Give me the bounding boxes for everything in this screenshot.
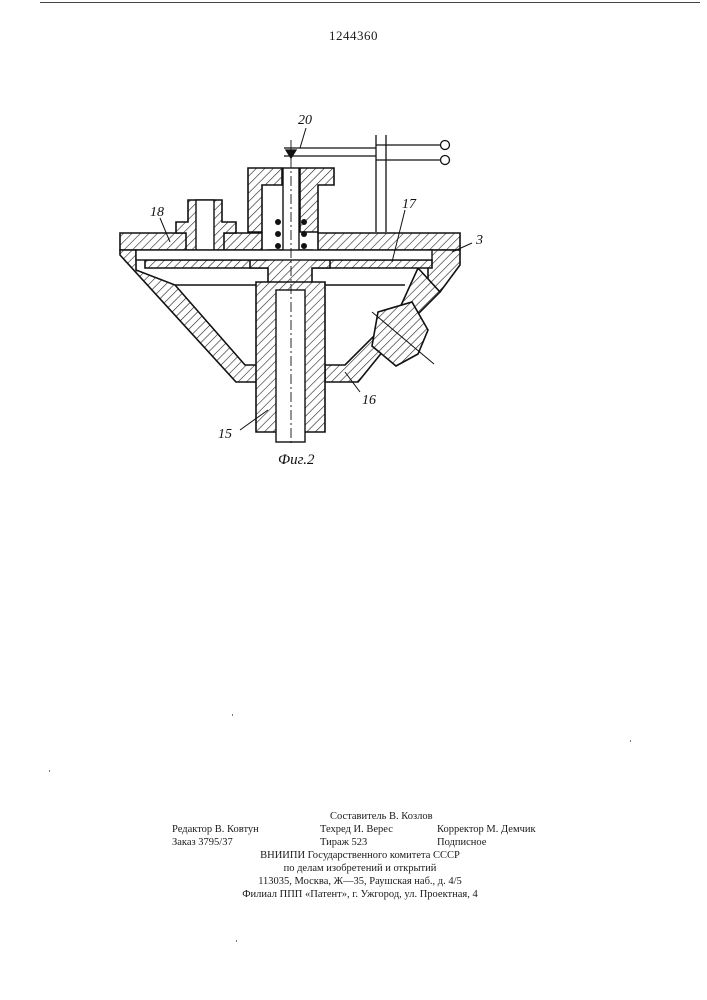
- leader-20: [300, 128, 306, 148]
- scan-speck: [630, 740, 631, 742]
- subscription: Подписное: [437, 836, 486, 849]
- label-15: 15: [218, 427, 232, 442]
- label-20: 20: [298, 113, 312, 128]
- compiler: Составитель В. Козлов: [330, 810, 433, 823]
- org-line-2: по делам изобретений и открытий: [150, 862, 570, 875]
- scan-speck: [236, 940, 237, 942]
- contact-lever: [284, 148, 376, 156]
- fitting-bore: [196, 200, 214, 250]
- imprint-row-6: 113035, Москва, Ж—35, Раушская наб., д. …: [150, 875, 570, 888]
- imprint-row-4: ВНИИПИ Государственного комитета СССР: [150, 849, 570, 862]
- support-post: [376, 135, 386, 232]
- terminal-lower: [441, 156, 450, 165]
- body-wall-left: [120, 250, 258, 382]
- imprint-row-3: Заказ 3795/37 Тираж 523 Подписное: [150, 836, 570, 849]
- branch: Филиал ППП «Патент», г. Ужгород, ул. Про…: [150, 888, 570, 901]
- flange-right: [318, 233, 460, 250]
- label-17: 17: [402, 197, 417, 212]
- contact-point: [286, 150, 296, 158]
- editor: Редактор В. Ковтун: [172, 823, 259, 836]
- figure-caption: Фиг.2: [278, 452, 315, 468]
- circulation: Тираж 523: [320, 836, 367, 849]
- technical-drawing: 20 18 17 3 16 15 Фиг.2: [0, 0, 707, 520]
- terminal-upper: [441, 141, 450, 150]
- imprint-row-7: Филиал ППП «Патент», г. Ужгород, ул. Про…: [150, 888, 570, 901]
- imprint-block: Составитель В. Козлов Редактор В. Ковтун…: [150, 810, 570, 901]
- imprint-row-5: по делам изобретений и открытий: [150, 862, 570, 875]
- label-16: 16: [362, 393, 376, 408]
- scan-speck: [49, 770, 50, 772]
- pipe-bore: [276, 290, 305, 442]
- order: Заказ 3795/37: [172, 836, 233, 849]
- scan-speck: [232, 714, 233, 716]
- label-18: 18: [150, 205, 164, 220]
- imprint-row-1: Составитель В. Козлов: [150, 810, 570, 823]
- org-line-1: ВНИИПИ Государственного комитета СССР: [150, 849, 570, 862]
- org-address: 113035, Москва, Ж—35, Раушская наб., д. …: [150, 875, 570, 888]
- label-3: 3: [475, 233, 483, 248]
- corrector: Корректор М. Демчик: [437, 823, 536, 836]
- imprint-row-2: Редактор В. Ковтун Техред И. Верес Корре…: [150, 823, 570, 836]
- techred: Техред И. Верес: [320, 823, 393, 836]
- flange-gap: [136, 250, 432, 260]
